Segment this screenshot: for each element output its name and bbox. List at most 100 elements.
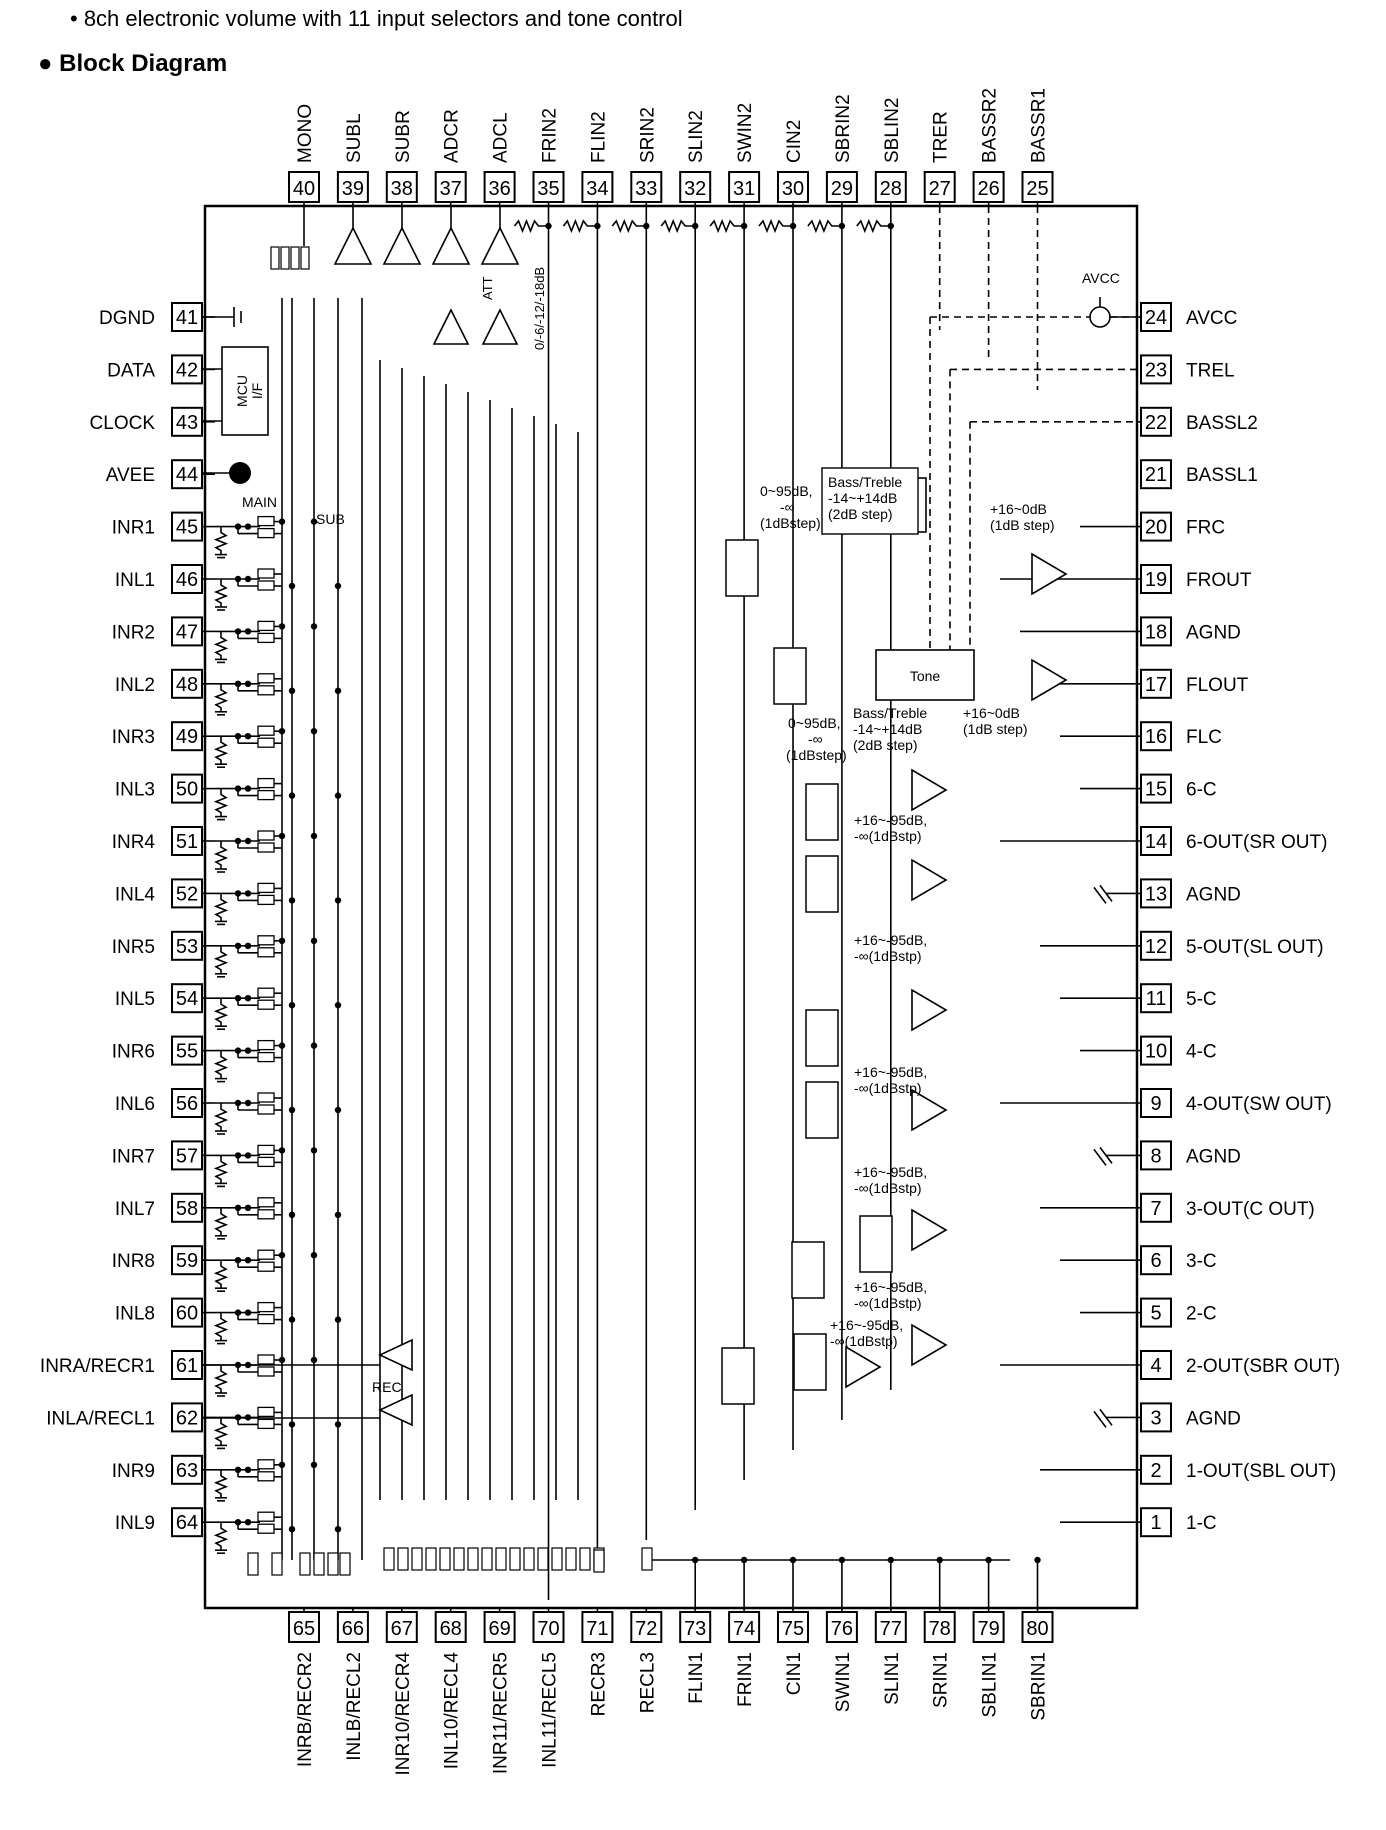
rec-switch [467, 1547, 479, 1571]
sub-switch [257, 1366, 275, 1377]
pin-number: 16 [1145, 726, 1167, 748]
op-amp [911, 1088, 948, 1132]
vol-label-1: 0~95dB, [760, 483, 813, 499]
pin-box [1140, 302, 1172, 332]
pin-box [1140, 878, 1172, 909]
main-switch [257, 725, 275, 736]
selector-switch [791, 1241, 825, 1299]
pin-label: MONO [295, 104, 316, 163]
pin-number: 43 [176, 412, 198, 434]
main-switch [257, 1092, 275, 1103]
pin-number: 41 [176, 307, 198, 329]
pin-box [171, 616, 203, 647]
pin-label: SBLIN2 [882, 98, 903, 163]
pin-label: SRIN2 [637, 107, 658, 163]
selector-switch [793, 1333, 827, 1391]
pin-label: INL7 [115, 1199, 155, 1220]
pin-box [1140, 930, 1172, 961]
pin-label: AGND [1186, 622, 1241, 643]
gain-surround-a: +16~-95dB, [854, 1279, 927, 1295]
vol-label-5: -∞ [808, 731, 823, 747]
gain-surround-b: -∞(1dBstp) [854, 1295, 922, 1311]
pin-label: FLIN2 [588, 111, 609, 163]
pin-number: 2 [1150, 1460, 1161, 1482]
selector-switch [773, 647, 807, 705]
avcc-source [1089, 306, 1111, 328]
pin-number: 49 [176, 726, 198, 748]
pin-box [679, 171, 712, 203]
pin-label: FRC [1186, 518, 1225, 539]
pin-label: INL9 [115, 1513, 155, 1534]
pin-number: 59 [176, 1250, 198, 1272]
pin-number: 39 [342, 178, 364, 200]
bt-label-5: -14~+14dB [853, 721, 922, 737]
pin-number: 6 [1150, 1250, 1161, 1272]
pin-box [1140, 1454, 1172, 1485]
pin-box [171, 1350, 203, 1380]
pin-number: 35 [537, 178, 559, 200]
gain-surround-b: -∞(1dBstp) [854, 1080, 922, 1096]
pin-label: INR5 [112, 937, 155, 958]
rec-switch [481, 1547, 493, 1571]
pin-label: BASSL1 [1186, 465, 1258, 486]
pin-number: 29 [831, 178, 853, 200]
pin-label: FLOUT [1186, 675, 1249, 696]
pin-number: 65 [293, 1618, 315, 1640]
pin-number: 34 [586, 178, 608, 200]
pin-number: 25 [1026, 178, 1048, 200]
op-amp [911, 1208, 948, 1252]
pin-box [171, 302, 203, 332]
sub-switch [257, 737, 275, 748]
pin-label: INLA/RECL1 [46, 1408, 155, 1429]
pin-box [1140, 1245, 1172, 1276]
rec-switch [537, 1547, 549, 1571]
op-amp [911, 858, 948, 902]
pin-box [972, 171, 1005, 203]
bt-label-3: (2dB step) [828, 506, 893, 522]
rec-switch [439, 1547, 451, 1571]
pin-number: 5 [1150, 1303, 1161, 1325]
vol-label-3: (1dBstep) [760, 515, 821, 531]
pin-number: 47 [176, 621, 198, 643]
pin-box [171, 1035, 203, 1066]
pin-label: AVEE [106, 465, 155, 486]
sub-switch [257, 685, 275, 696]
pin-label: 2-OUT(SBR OUT) [1186, 1356, 1340, 1377]
pin-box [1140, 406, 1172, 437]
pin-number: 14 [1145, 831, 1167, 853]
pin-box [171, 773, 203, 804]
pin-number: 69 [488, 1618, 510, 1640]
pin-number: 44 [176, 464, 198, 486]
pin-label: INR3 [112, 727, 155, 748]
buffer-amp [481, 308, 519, 345]
pin-box [336, 171, 369, 203]
pin-label: INL5 [115, 989, 155, 1010]
pin-box [434, 1611, 467, 1643]
pin-number: 58 [176, 1198, 198, 1220]
main-switch [257, 673, 275, 684]
bt-label-4: Bass/Treble [853, 705, 927, 721]
rec-switch [509, 1547, 521, 1571]
rec-switch [551, 1547, 563, 1571]
selector-switch [725, 539, 759, 597]
pin-label: 6-C [1186, 780, 1217, 801]
section-heading: ● Block Diagram [38, 50, 228, 77]
pin-label: RECR3 [588, 1652, 609, 1716]
pin-box [288, 1611, 320, 1643]
pin-box [728, 171, 761, 203]
pin-box [923, 1611, 956, 1643]
selector-switch [805, 783, 839, 841]
pin-label: BASSR2 [980, 88, 1001, 163]
selector-switch [859, 1215, 893, 1273]
pin-label: INL8 [115, 1304, 155, 1325]
pin-label: ADCL [491, 112, 512, 163]
op-amp [911, 988, 948, 1032]
pin-label: 3-OUT(C OUT) [1186, 1199, 1315, 1220]
gain-surround-a: +16~-95dB, [854, 1064, 927, 1080]
pin-number: 13 [1145, 883, 1167, 905]
buffer-amp [480, 226, 520, 265]
main-switch [257, 1249, 275, 1260]
pins-left: 41DGND42DATA43CLOCK44AVEE45INR146INL147I… [40, 302, 203, 1538]
pin-label: INL3 [115, 780, 155, 801]
pin-label: DGND [99, 308, 155, 329]
